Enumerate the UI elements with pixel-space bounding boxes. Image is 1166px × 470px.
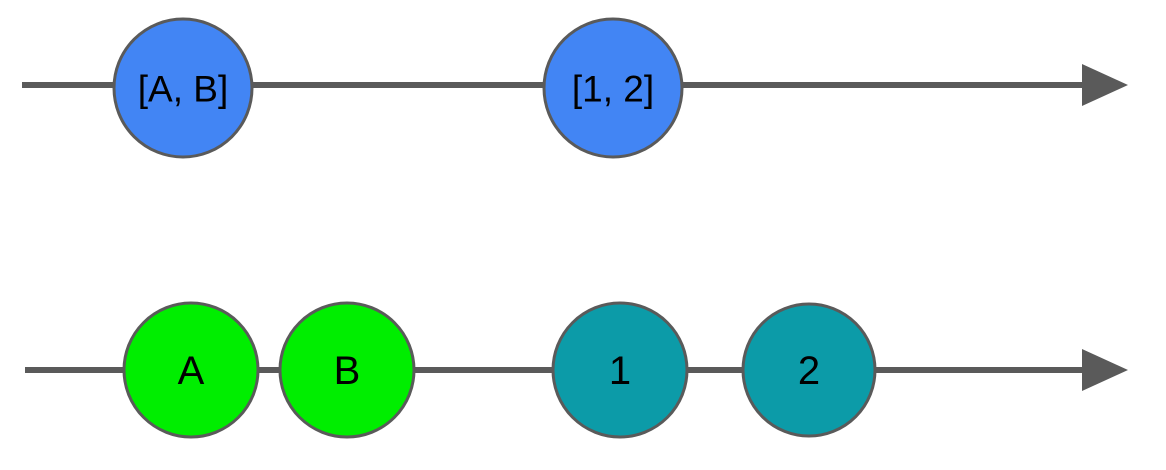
node-2-circle[interactable] <box>741 302 877 438</box>
atoms-axis-arrowhead-icon <box>1082 349 1128 391</box>
atoms-row: A B 1 2 <box>25 301 1128 439</box>
node-a[interactable]: A <box>122 301 260 439</box>
node-2-label: 2 <box>798 349 820 393</box>
node-1-label: 1 <box>609 349 631 393</box>
node-2[interactable]: 2 <box>741 302 877 438</box>
node-1[interactable]: 1 <box>551 301 689 439</box>
node-1-circle[interactable] <box>551 301 689 439</box>
node-bracket-1-2-circle[interactable] <box>542 17 684 159</box>
node-b[interactable]: B <box>278 301 416 439</box>
node-bracket-1-2[interactable]: [1, 2] <box>542 17 684 159</box>
node-b-label: B <box>334 349 361 393</box>
node-bracket-a-b[interactable]: [A, B] <box>112 17 254 159</box>
node-a-circle[interactable] <box>122 301 260 439</box>
node-bracket-a-b-circle[interactable] <box>112 17 254 159</box>
composite-row: [A, B] [1, 2] <box>22 17 1128 159</box>
composite-axis-arrowhead-icon <box>1082 64 1128 106</box>
node-b-circle[interactable] <box>278 301 416 439</box>
node-a-label: A <box>178 349 205 393</box>
node-bracket-1-2-label: [1, 2] <box>572 69 654 110</box>
node-bracket-a-b-label: [A, B] <box>138 69 228 110</box>
